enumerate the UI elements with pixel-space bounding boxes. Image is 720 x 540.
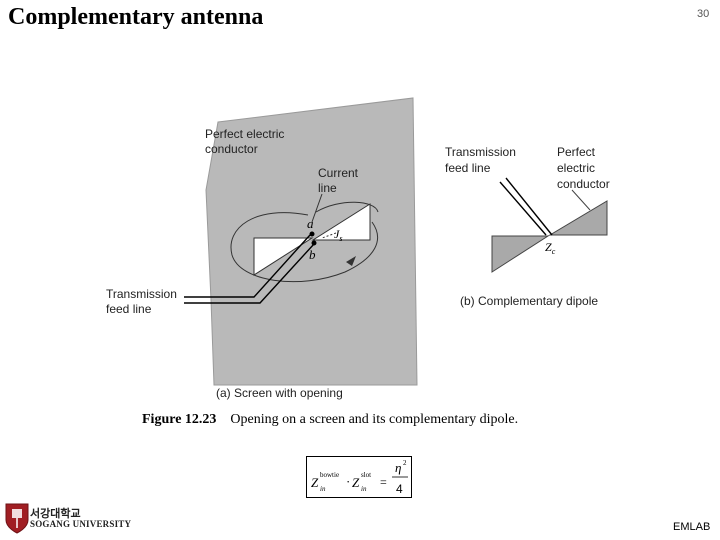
screen-feed-label-line1: Transmission <box>106 287 177 301</box>
formula-equals: = <box>380 475 387 489</box>
point-b-label: b <box>309 247 316 262</box>
feed-point-a <box>309 231 315 237</box>
point-a-label: a <box>307 216 314 231</box>
formula-bowtie-sup: bowtie <box>320 471 339 479</box>
figure-number: Figure 12.23 <box>142 412 217 427</box>
dipole-arm-right <box>548 200 608 236</box>
current-label-line2: line <box>318 181 337 195</box>
dipole-feed-label-line2: feed line <box>445 161 491 175</box>
conductor-pointer <box>571 189 591 211</box>
conductor-label-line1: Perfect electric <box>205 127 284 141</box>
formula-in-sub-1: in <box>320 485 326 493</box>
formula-slot-sup: slot <box>361 471 371 479</box>
dipole-caption: (b) Complementary dipole <box>460 294 598 308</box>
conductor-label-line2: conductor <box>205 142 258 156</box>
screen-with-opening: Perfect electric conductor Current line … <box>106 97 418 400</box>
formula-eta-sup: 2 <box>403 459 407 467</box>
formula-z-slot: Z <box>352 475 360 490</box>
slot-opening-right <box>311 203 371 241</box>
formula-eta: η <box>395 460 401 475</box>
feed-line-a-wire <box>184 234 311 298</box>
complementary-dipole: Transmission feed line Perfect electric … <box>445 145 610 308</box>
dipole-conductor-label-line2: electric <box>557 161 595 175</box>
formula-svg: Z bowtie in · Z slot in = η 2 4 <box>311 459 408 496</box>
current-density-arrow <box>321 232 337 239</box>
impedance-label: Zc <box>545 240 556 256</box>
current-loop-upper <box>315 201 379 213</box>
feed-point-b <box>311 240 317 246</box>
current-arrow <box>346 256 356 266</box>
lab-name: EMLAB <box>673 521 711 533</box>
current-line-pointer <box>311 193 323 223</box>
page-number: 30 <box>697 8 710 20</box>
conductor-screen <box>205 97 418 386</box>
dipole-feed-wire-2 <box>505 177 553 236</box>
dipole-feed-wire-1 <box>499 181 547 236</box>
figure-caption: Figure 12.23 Opening on a screen and its … <box>142 412 518 428</box>
current-label-line1: Current <box>318 166 359 180</box>
dipole-conductor-label-line1: Perfect <box>557 145 596 159</box>
screen-caption: (a) Screen with opening <box>216 386 343 400</box>
feed-line-b-wire <box>184 243 315 304</box>
slide-title: Complementary antenna <box>8 4 264 30</box>
formula-in-sub-2: in <box>361 485 367 493</box>
formula-z-bowtie: Z <box>311 475 319 490</box>
university-crest-icon <box>5 503 29 534</box>
dipole-conductor-label-line3: conductor <box>557 177 610 191</box>
university-name-korean: 서강대학교 <box>30 507 81 520</box>
university-logo <box>4 502 114 534</box>
current-density-symbol: Js <box>334 227 342 243</box>
formula-denominator: 4 <box>396 482 403 496</box>
dipole-feed-label-line1: Transmission <box>445 145 516 159</box>
university-name-english: SOGANG UNIVERSITY <box>30 519 132 529</box>
formula-dot: · <box>346 474 350 489</box>
current-loop <box>230 212 378 283</box>
impedance-formula: Z bowtie in · Z slot in = η 2 4 <box>306 456 412 498</box>
screen-feed-label-line2: feed line <box>106 302 152 316</box>
figure-caption-text: Opening on a screen and its complementar… <box>230 412 519 427</box>
slot-opening-left <box>253 237 314 276</box>
dipole-arm-left <box>491 235 550 273</box>
